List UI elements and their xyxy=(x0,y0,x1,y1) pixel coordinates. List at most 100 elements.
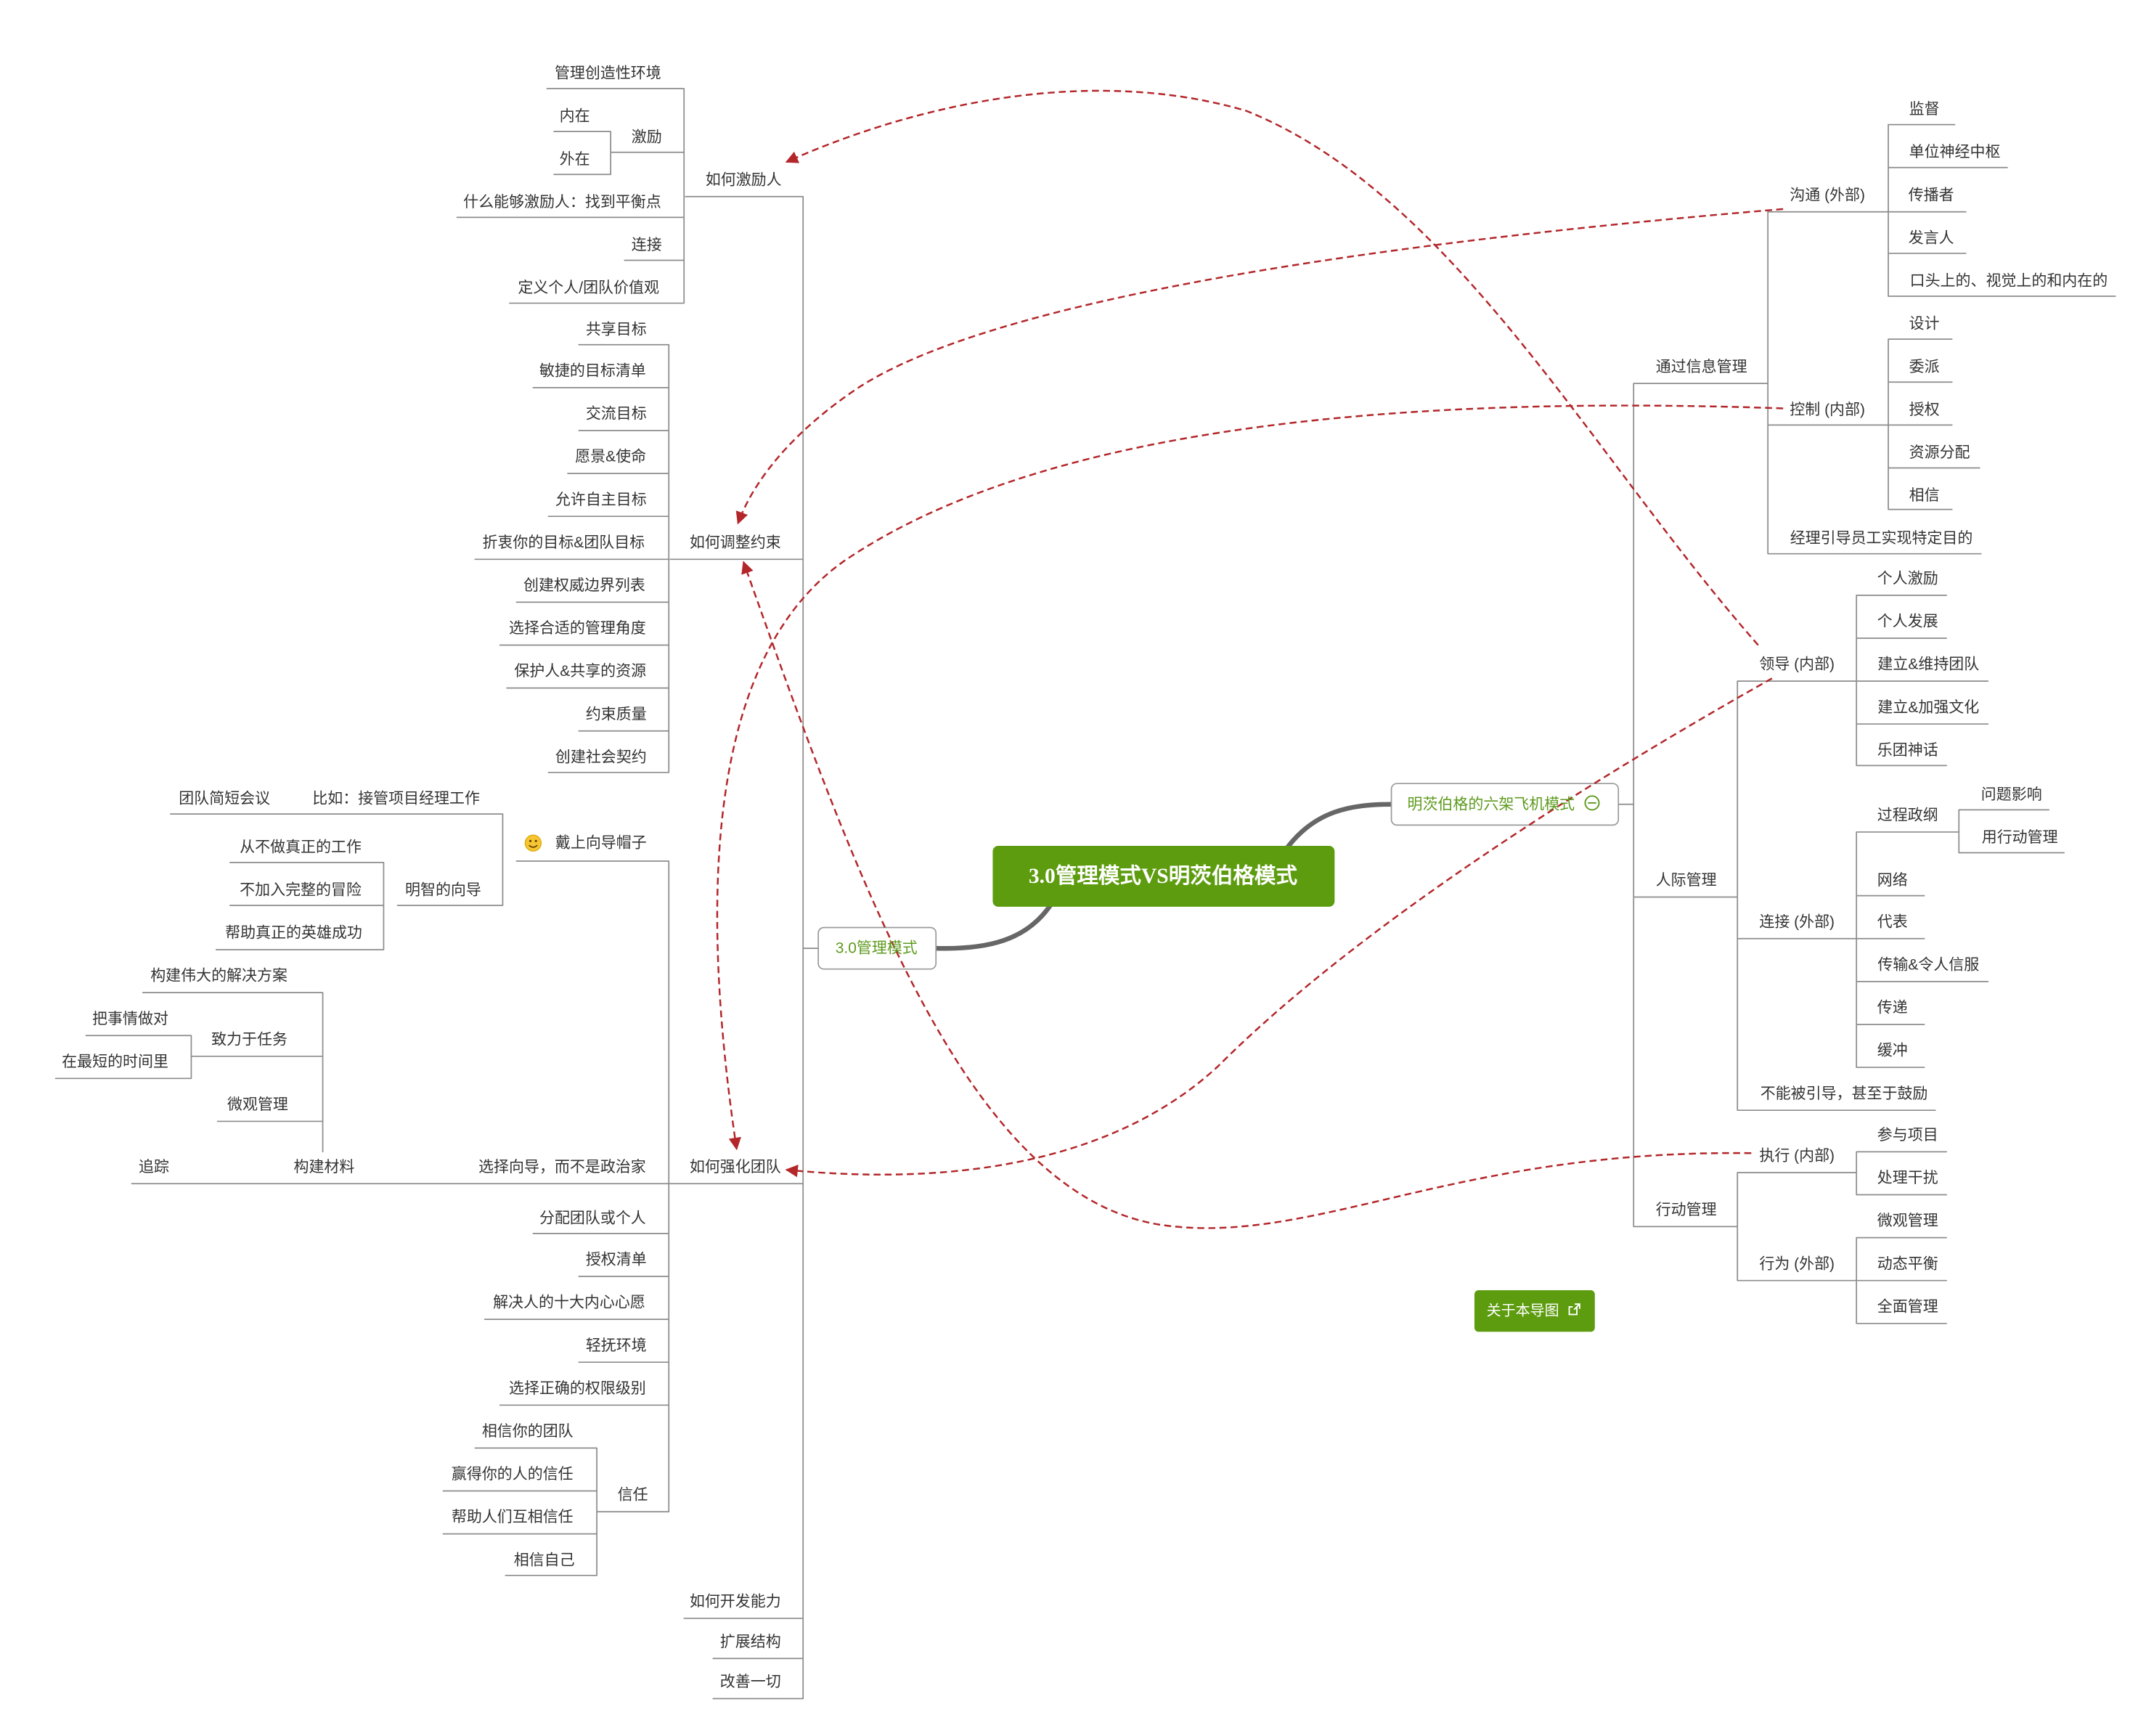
leaf-topic[interactable]: 资源分配 xyxy=(1909,444,1970,461)
leaf-topic[interactable]: 传递 xyxy=(1877,1000,1908,1016)
leaf-topic[interactable]: 监督 xyxy=(1909,101,1940,118)
leaf-topic[interactable]: 追踪 xyxy=(139,1159,169,1175)
leaf-topic[interactable]: 赢得你的人的信任 xyxy=(452,1466,574,1483)
leaf-topic[interactable]: 乐团神话 xyxy=(1877,742,1938,759)
branch-topic[interactable]: 如何激励人 xyxy=(706,171,782,188)
leaf-topic[interactable]: 内在 xyxy=(560,108,590,125)
leaf-topic[interactable]: 构建伟大的解决方案 xyxy=(150,968,287,985)
subtopic[interactable]: 共享目标 xyxy=(586,321,647,338)
subtopic[interactable]: 过程政纲 xyxy=(1877,807,1938,824)
subtopic[interactable]: 交流目标 xyxy=(586,406,647,423)
right-main-topic-box[interactable] xyxy=(1390,783,1620,826)
leaf-topic[interactable]: 建立&加强文化 xyxy=(1877,699,1979,716)
branch-topic[interactable]: 如何强化团队 xyxy=(690,1159,781,1175)
leaf-topic[interactable]: 参与项目 xyxy=(1877,1127,1938,1144)
branch-topic[interactable]: 如何调整约束 xyxy=(690,534,781,551)
leaf-topic[interactable]: 微观管理 xyxy=(1877,1213,1938,1229)
leaf-topic[interactable]: 相信自己 xyxy=(514,1552,575,1568)
subtopic[interactable]: 管理创造性环境 xyxy=(555,65,661,82)
leaf-topic[interactable]: 帮助人们互相信任 xyxy=(452,1509,574,1525)
leaf-topic[interactable]: 把事情做对 xyxy=(92,1011,168,1027)
central-topic[interactable]: 3.0管理模式VS明茨伯格模式 xyxy=(1029,864,1298,888)
leaf-topic[interactable]: 个人发展 xyxy=(1877,614,1938,630)
subtopic[interactable]: 敏捷的目标清单 xyxy=(539,362,646,379)
subtopic[interactable]: 轻抚环境 xyxy=(586,1337,647,1354)
subtopic[interactable]: 分配团队或个人 xyxy=(539,1210,646,1226)
subtopic[interactable]: 愿景&使命 xyxy=(575,449,646,465)
relationship-arrow-lead-to-team[interactable] xyxy=(785,677,1773,1178)
branch-topic[interactable]: 行动管理 xyxy=(1656,1202,1717,1218)
leaf-topic[interactable]: 代表 xyxy=(1877,913,1908,930)
subtopic[interactable]: 选择正确的权限级别 xyxy=(509,1380,646,1397)
main-topic-left[interactable]: 3.0管理模式 xyxy=(836,940,918,957)
leaf-topic[interactable]: 微观管理 xyxy=(227,1096,288,1113)
leaf-topic[interactable]: 帮助真正的英雄成功 xyxy=(225,925,362,942)
subtopic[interactable]: 连接 xyxy=(632,237,662,253)
subtopic[interactable]: 保护人&共享的资源 xyxy=(514,663,646,680)
leaf-topic[interactable]: 团队简短会议 xyxy=(179,791,270,807)
subtopic[interactable]: 领导 (内部) xyxy=(1759,656,1835,673)
subtopic[interactable]: 选择合适的管理角度 xyxy=(509,620,646,637)
leaf-topic[interactable]: 授权 xyxy=(1909,402,1940,418)
leaf-topic[interactable]: 相信你的团队 xyxy=(482,1423,574,1440)
subtopic[interactable]: 比如：接管项目经理工作 xyxy=(312,791,480,807)
branch-topic[interactable]: 改善一切 xyxy=(720,1674,781,1690)
subtopic[interactable]: 戴上向导帽子 xyxy=(555,835,647,852)
subtopic[interactable]: 折衷你的目标&团队目标 xyxy=(482,534,645,551)
subtopic[interactable]: 连接 (外部) xyxy=(1759,913,1835,930)
subtopic[interactable]: 不能被引导，甚至于鼓励 xyxy=(1761,1085,1928,1102)
leaf-topic[interactable]: 不加入完整的冒险 xyxy=(240,882,362,899)
leaf-topic[interactable]: 设计 xyxy=(1909,316,1940,333)
leaf-topic[interactable]: 相信 xyxy=(1909,487,1940,504)
leaf-topic[interactable]: 从不做真正的工作 xyxy=(240,839,362,855)
leaf-topic[interactable]: 外在 xyxy=(560,151,590,168)
subtopic[interactable]: 创建社会契约 xyxy=(555,749,647,765)
collapse-icon[interactable] xyxy=(1584,795,1600,811)
leaf-topic[interactable]: 动态平衡 xyxy=(1877,1255,1938,1272)
subtopic[interactable]: 授权清单 xyxy=(586,1252,647,1268)
subtopic[interactable]: 致力于任务 xyxy=(211,1031,287,1048)
leaf-topic[interactable]: 传输&令人信服 xyxy=(1877,956,1979,973)
leaf-topic[interactable]: 网络 xyxy=(1877,872,1908,889)
subtopic[interactable]: 约束质量 xyxy=(586,706,647,722)
subtopic[interactable]: 激励 xyxy=(632,129,662,145)
leaf-topic[interactable]: 口头上的、视觉上的和内在的 xyxy=(1910,273,2108,290)
leaf-topic[interactable]: 在最短的时间里 xyxy=(62,1054,168,1070)
branch-topic[interactable]: 扩展结构 xyxy=(720,1634,781,1650)
subtopic[interactable]: 明智的向导 xyxy=(405,882,481,899)
leaf-topic[interactable]: 个人激励 xyxy=(1877,571,1938,587)
main-topic-right[interactable]: 明茨伯格的六架飞机模式 xyxy=(1407,796,1575,812)
subtopic[interactable]: 解决人的十大内心心愿 xyxy=(493,1295,645,1311)
subtopic[interactable]: 执行 (内部) xyxy=(1759,1148,1835,1165)
subtopic[interactable]: 定义个人/团队价值观 xyxy=(518,280,659,296)
subtopic[interactable]: 控制 (内部) xyxy=(1790,402,1865,418)
leaf-topic[interactable]: 发言人 xyxy=(1909,229,1954,246)
relationship-arrow-lead-to-motivate[interactable] xyxy=(785,89,1759,646)
subtopic[interactable]: 经理引导员工实现特定目的 xyxy=(1790,530,1973,547)
leaf-topic[interactable]: 全面管理 xyxy=(1877,1298,1938,1315)
leaf-topic[interactable]: 处理干扰 xyxy=(1877,1170,1938,1186)
leaf-topic[interactable]: 委派 xyxy=(1909,359,1940,375)
subtopic[interactable]: 创建权威边界列表 xyxy=(523,577,645,594)
relationship-arrow-control-to-team[interactable] xyxy=(716,404,1784,1151)
subtopic[interactable]: 行为 (外部) xyxy=(1759,1255,1835,1272)
leaf-topic[interactable]: 单位神经中枢 xyxy=(1909,144,2001,160)
leaf-topic[interactable]: 用行动管理 xyxy=(1982,829,2058,846)
subtopic[interactable]: 允许自主目标 xyxy=(555,492,647,508)
leaf-topic[interactable]: 问题影响 xyxy=(1981,786,2042,803)
leaf-topic[interactable]: 传播者 xyxy=(1909,187,1954,203)
leaf-topic[interactable]: 建立&维持团队 xyxy=(1877,656,1979,673)
branch-topic[interactable]: 如何开发能力 xyxy=(690,1594,781,1610)
subtopic[interactable]: 什么能够激励人：找到平衡点 xyxy=(463,194,661,211)
subtopic[interactable]: 信任 xyxy=(618,1487,648,1504)
left-main-topic-box[interactable] xyxy=(817,926,937,970)
relationship-arrow-execute-to-constraints[interactable] xyxy=(741,561,1752,1229)
about-map-button[interactable]: 关于本导图 xyxy=(1474,1290,1595,1332)
subtopic[interactable]: 沟通 (外部) xyxy=(1790,187,1865,203)
branch-topic[interactable]: 通过信息管理 xyxy=(1656,359,1747,375)
branch-topic[interactable]: 人际管理 xyxy=(1656,872,1717,889)
subtopic[interactable]: 选择向导，而不是政治家 xyxy=(478,1159,646,1175)
central-topic-box[interactable] xyxy=(992,845,1335,907)
leaf-topic[interactable]: 缓冲 xyxy=(1877,1043,1908,1059)
